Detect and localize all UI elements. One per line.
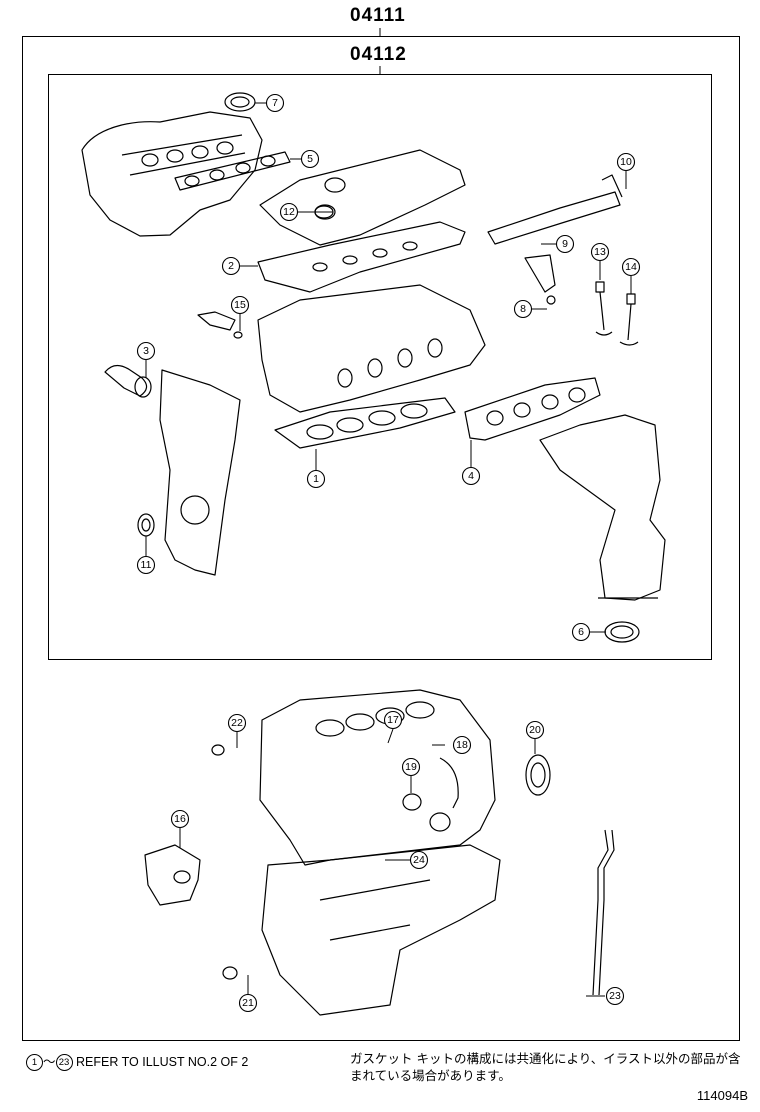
callout-6-label: 6 — [578, 626, 584, 638]
reference-note: 1～23 REFER TO ILLUST NO.2 OF 2 — [26, 1051, 249, 1072]
inner-kit-frame — [48, 74, 712, 660]
callout-3-label: 3 — [143, 345, 149, 357]
callout-13-label: 13 — [594, 246, 606, 258]
cylinder-block — [259, 689, 496, 866]
cylinder-head-gasket — [274, 397, 456, 449]
callout-24-label: 24 — [413, 854, 425, 866]
sensor-15 — [197, 311, 243, 339]
drain-plug — [222, 966, 238, 980]
callout-21-label: 21 — [242, 997, 254, 1009]
refer-text: REFER TO ILLUST NO.2 OF 2 — [76, 1055, 249, 1069]
callout-16-label: 16 — [174, 813, 186, 825]
cylinder-head-cover — [259, 149, 466, 246]
callout-11: 11 — [136, 555, 156, 575]
plug-22 — [211, 744, 225, 756]
water-outlet — [104, 364, 152, 398]
callout-11-label: 11 — [141, 559, 152, 571]
japanese-kit-note: ガスケット キットの構成には共通化により、イラスト以外の部品が含まれている場合が… — [350, 1051, 741, 1083]
callout-23: 23 — [605, 986, 625, 1006]
range-end-circle: 23 — [55, 1054, 73, 1072]
oil-pan — [261, 844, 501, 1016]
callout-2: 2 — [221, 256, 241, 276]
callout-20-label: 20 — [529, 724, 541, 736]
oil-filter-union — [429, 812, 451, 832]
exhaust-manifold — [539, 414, 666, 601]
range-separator: ～ — [43, 1055, 56, 1069]
callout-17-label: 17 — [387, 714, 399, 726]
outer-kit-frame — [22, 36, 740, 1041]
callout-4: 4 — [461, 466, 481, 486]
throttle-gasket — [224, 92, 256, 112]
callout-12: 12 — [279, 202, 299, 222]
inner-kit-code: 04112 — [350, 44, 407, 65]
intake-manifold — [81, 111, 263, 237]
callout-18: 18 — [452, 735, 472, 755]
callout-21: 21 — [238, 993, 258, 1013]
callout-2-label: 2 — [228, 260, 234, 272]
head-cover-gasket — [257, 221, 466, 293]
callout-14-label: 14 — [625, 261, 637, 273]
illustration-code: 114094B — [696, 1088, 748, 1103]
callout-19-label: 19 — [405, 761, 417, 773]
callout-7-label: 7 — [272, 97, 278, 109]
callout-9: 9 — [555, 234, 575, 254]
exhaust-pipe-gasket — [604, 621, 640, 643]
callout-12-label: 12 — [283, 206, 295, 218]
callout-7: 7 — [265, 93, 285, 113]
crankshaft-front-oil-seal — [137, 513, 155, 537]
callout-8-label: 8 — [520, 303, 526, 315]
callout-10: 10 — [616, 152, 636, 172]
fuel-injector — [524, 254, 556, 305]
callout-10-label: 10 — [620, 156, 632, 168]
callout-14: 14 — [621, 257, 641, 277]
timing-chain-cover — [159, 369, 241, 576]
exhaust-valve — [619, 293, 639, 346]
callout-23-label: 23 — [609, 990, 621, 1002]
fuel-delivery-pipe — [487, 174, 623, 245]
callout-24: 24 — [409, 850, 429, 870]
range-start-circle: 1 — [26, 1054, 43, 1072]
callout-13: 13 — [590, 242, 610, 262]
oil-filter-seal — [402, 793, 422, 811]
water-pump — [144, 844, 201, 906]
callout-5-label: 5 — [307, 153, 313, 165]
callout-4-label: 4 — [468, 470, 474, 482]
callout-19: 19 — [401, 757, 421, 777]
cylinder-head — [257, 284, 486, 413]
water-inlet-hose — [439, 757, 459, 809]
intake-manifold-gasket — [174, 151, 291, 191]
callout-5: 5 — [300, 149, 320, 169]
callout-18-label: 18 — [456, 739, 468, 751]
callout-15: 15 — [230, 295, 250, 315]
leader-lines — [145, 102, 632, 997]
exhaust-manifold-gasket — [464, 377, 601, 441]
outer-kit-code: 04111 — [350, 5, 406, 26]
callout-22: 22 — [227, 713, 247, 733]
callout-8: 8 — [513, 299, 533, 319]
callout-3: 3 — [136, 341, 156, 361]
callout-20: 20 — [525, 720, 545, 740]
oil-level-gauge-guide — [592, 829, 615, 996]
callout-6: 6 — [571, 622, 591, 642]
callout-15-label: 15 — [234, 299, 246, 311]
callout-1: 1 — [306, 469, 326, 489]
callout-17: 17 — [383, 710, 403, 730]
intake-valve — [595, 281, 613, 336]
callout-22-label: 22 — [231, 717, 243, 729]
callout-16: 16 — [170, 809, 190, 829]
rear-oil-seal — [525, 754, 551, 796]
callout-1-label: 1 — [313, 473, 319, 485]
callout-9-label: 9 — [562, 238, 568, 250]
